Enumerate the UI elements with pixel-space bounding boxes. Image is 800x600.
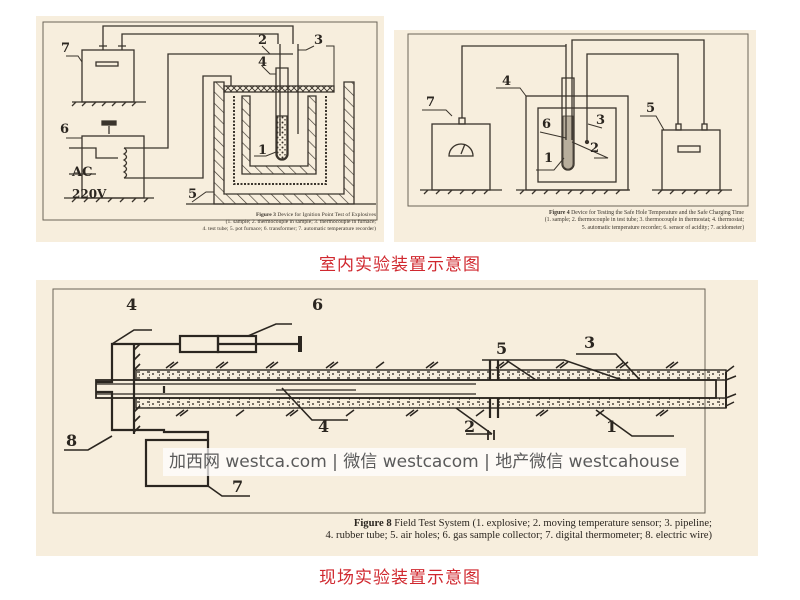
figure3-caption-title: Figure 3 (256, 212, 276, 218)
figure4-diagram: 7 4 6 1 3 2 5 (407, 33, 749, 207)
fig8-label-1: 1 (606, 417, 617, 436)
figure8-caption-line1: Field Test System (1. explosive; 2. movi… (394, 518, 712, 529)
figure8-caption-title: Figure 8 (353, 518, 392, 529)
fig4-label-2: 2 (590, 141, 599, 156)
fig3-label-7: 7 (61, 41, 70, 56)
fig8-label-2: 2 (464, 417, 475, 436)
fig3-label-4: 4 (258, 55, 267, 70)
fig8-label-3: 3 (584, 333, 595, 352)
figure8-caption-line2: 4. rubber tube; 5. air holes; 6. gas sam… (325, 530, 712, 541)
figure3-diagram: 7 6 AC 220V 2 3 4 1 5 (42, 21, 378, 221)
test-tube (561, 44, 590, 171)
transformer-box (64, 120, 154, 203)
fig3-label-2: 2 (258, 33, 267, 48)
test-tube (275, 44, 299, 161)
field-experiment-title: 现场实验装置示意图 (319, 568, 481, 588)
figure4-caption-line1: Device for Testing the Safe Hole Tempera… (571, 210, 744, 216)
figure8-diagram: 4 6 4 8 7 5 3 2 1 (52, 288, 737, 514)
rock-hatching (165, 361, 737, 417)
figure3-caption: Figure 3 Device for Ignition Point Test … (203, 212, 377, 233)
thermostat-box (516, 95, 630, 195)
gas-sample-collector (178, 334, 302, 354)
figure4-panel: 7 4 6 1 3 2 5 Figure 4 Device for Testin… (394, 30, 756, 242)
figure4-caption: Figure 4 Device for Testing the Safe Hol… (545, 210, 744, 232)
fig8-label-8: 8 (66, 431, 77, 450)
fig4-label-5: 5 (646, 101, 655, 116)
figure4-caption-title: Figure 4 (548, 210, 570, 216)
fig3-label-5: 5 (188, 187, 197, 202)
recorder-box (652, 123, 732, 195)
figure4-caption-line2: (1. sample; 2. thermocouple in test tube… (544, 217, 744, 224)
fig8-label-7: 7 (232, 477, 243, 496)
fig3-label-ac: AC (71, 165, 92, 180)
figure3-caption-line2: (1. sample; 2. thermocouple in sample; 3… (225, 219, 376, 225)
fig8-label-6: 6 (312, 295, 323, 314)
figure8-panel: 4 6 4 8 7 5 3 2 1 Figure 8 Field Test Sy… (36, 280, 758, 556)
fig4-label-1: 1 (544, 151, 553, 166)
recorder-box (71, 49, 146, 107)
figure3-caption-line1: Device for Ignition Point Test of Explos… (277, 212, 376, 218)
fig3-label-3: 3 (314, 33, 323, 48)
indoor-experiment-title: 室内实验装置示意图 (319, 255, 481, 275)
figure3-caption-line3: 4. test tube; 5. pot furnace; 6. transfo… (202, 226, 377, 232)
fig3-label-6: 6 (60, 122, 69, 137)
figure4-caption-line3: 5. automatic temperature recorder; 6. se… (581, 224, 744, 231)
fig8-label-4-bottom: 4 (318, 417, 329, 436)
acidometer-box (420, 117, 502, 195)
fig3-label-220v: 220V (72, 187, 107, 201)
fig3-label-1: 1 (258, 143, 267, 158)
pot-furnace (186, 81, 376, 205)
fig8-label-4-top: 4 (126, 295, 137, 314)
figure8-caption: Figure 8 Field Test System (1. explosive… (325, 518, 712, 542)
figure3-panel: 7 6 AC 220V 2 3 4 1 5 Figure 3 Device fo… (36, 16, 384, 242)
fig8-label-5: 5 (496, 339, 507, 358)
watermark-text: 加西网 westca.com | 微信 westcacom | 地产微信 wes… (163, 448, 686, 476)
fig4-label-7: 7 (426, 95, 435, 110)
fig4-label-6: 6 (542, 117, 551, 132)
fig4-label-3: 3 (596, 113, 605, 128)
fig4-label-4: 4 (502, 74, 511, 89)
